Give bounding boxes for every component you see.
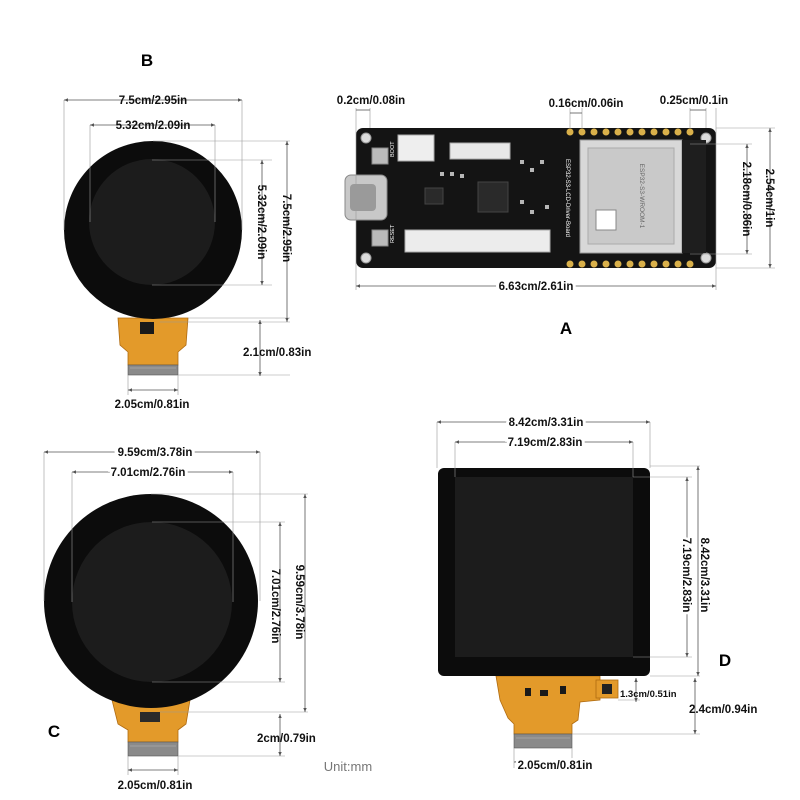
panel-a-top-left-dim: 0.2cm/0.08in xyxy=(337,95,405,107)
panel-a-boot-label: BOOT xyxy=(390,141,396,157)
panel-d-letter: D xyxy=(719,651,731,670)
panel-a-letter: A xyxy=(560,319,572,338)
panel-a-module-label: ESP32-S3-WROOM-1 xyxy=(638,164,645,229)
panel-c-display-active xyxy=(72,522,232,682)
panel-b-outer-height: 7.5cm/2.95in xyxy=(280,194,292,262)
panel-d: 8.42cm/3.31in 7.19cm/2.83in 7.19cm/2.83i… xyxy=(436,414,757,775)
panel-a-fpc-connector xyxy=(404,229,551,253)
panel-c: 9.59cm/3.78in 7.01cm/2.76in 7.01cm/2.76i… xyxy=(43,444,316,792)
panel-a-top-mid-dim: 0.16cm/0.06in xyxy=(549,98,624,110)
panel-d-fpc-width: 2.05cm/0.81in xyxy=(518,760,593,772)
panel-d-outer-width: 8.42cm/3.31in xyxy=(509,417,584,429)
panel-a-bottom-dim: 6.63cm/2.61in xyxy=(499,281,574,293)
unit-note: Unit:mm xyxy=(324,759,372,774)
panel-d-fpc-long: 2.4cm/0.94in xyxy=(689,704,757,716)
panel-a-reset-button xyxy=(371,229,389,247)
panel-d-fpc-short: 1.3cm/0.51in xyxy=(620,689,677,700)
panel-d-inner-width: 7.19cm/2.83in xyxy=(508,437,583,449)
panel-a-silkscreen: ESP32-S3-LCD-Driver-Board xyxy=(564,159,570,237)
panel-c-fpc-width: 2.05cm/0.81in xyxy=(118,780,193,792)
panel-c-outer-height: 9.59cm/3.78in xyxy=(293,565,305,640)
panel-b: B 7.5cm/2.95in 5.32cm/2.09in 5.32cm/2.09… xyxy=(63,51,311,411)
panel-d-fpc xyxy=(495,675,619,749)
panel-d-inner-height: 7.19cm/2.83in xyxy=(680,538,692,613)
panel-b-inner-width: 5.32cm/2.09in xyxy=(116,120,191,132)
panel-b-inner-height: 5.32cm/2.09in xyxy=(255,185,267,260)
panel-a-right-outer-dim: 2.54cm/1in xyxy=(763,169,775,228)
panel-c-inner-width: 7.01cm/2.76in xyxy=(111,467,186,479)
panel-b-fpc-length: 2.1cm/0.83in xyxy=(243,347,311,359)
panel-c-fpc xyxy=(111,699,191,757)
panel-a: BOOT RESET ESP32-S3-LCD-Driver-Board ESP… xyxy=(337,95,775,338)
panel-d-display-active xyxy=(455,477,633,657)
panel-b-display-active xyxy=(89,159,215,285)
panel-d-outer-height: 8.42cm/3.31in xyxy=(698,538,710,613)
panel-a-right-inner-dim: 2.18cm/0.86in xyxy=(740,162,752,237)
panel-c-letter: C xyxy=(48,722,60,741)
panel-a-reset-label: RESET xyxy=(390,224,396,243)
panel-c-inner-height: 7.01cm/2.76in xyxy=(269,569,281,644)
panel-b-letter: B xyxy=(141,51,153,70)
panel-b-fpc xyxy=(117,317,189,376)
panel-a-boot-button xyxy=(371,147,389,165)
panel-a-header-pins xyxy=(566,128,694,268)
panel-c-fpc-length: 2cm/0.79in xyxy=(257,733,316,745)
panel-a-top-right-dim: 0.25cm/0.1in xyxy=(660,95,728,107)
panel-b-fpc-width: 2.05cm/0.81in xyxy=(115,399,190,411)
panel-c-outer-width: 9.59cm/3.78in xyxy=(118,447,193,459)
panel-b-outer-width: 7.5cm/2.95in xyxy=(119,95,187,107)
